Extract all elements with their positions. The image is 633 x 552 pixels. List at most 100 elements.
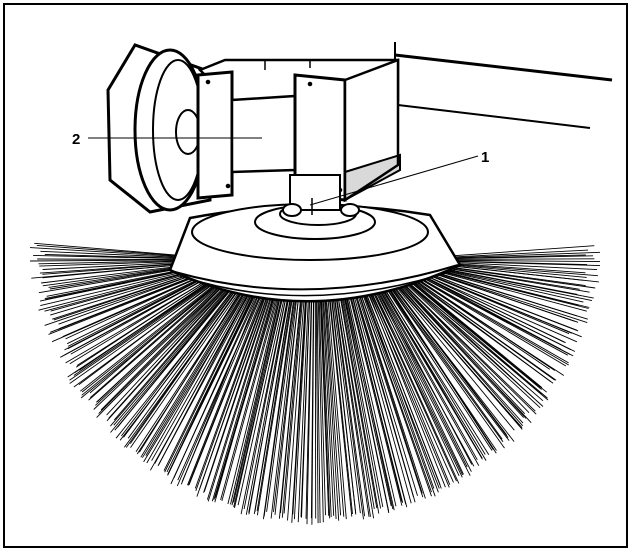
bristle (292, 294, 307, 515)
bristle (379, 287, 478, 461)
bristle (140, 285, 247, 458)
bristle (376, 287, 472, 472)
bristle (320, 294, 332, 518)
bristle (403, 278, 549, 401)
bristle (256, 294, 293, 512)
bristle (44, 268, 212, 326)
bristle (283, 294, 304, 514)
bristle (363, 290, 439, 493)
bristle (274, 294, 300, 515)
bristle (194, 290, 268, 489)
bristle (335, 294, 370, 517)
bristle (164, 288, 256, 473)
bristle (100, 279, 230, 411)
bristle (324, 294, 340, 521)
bristle (410, 274, 552, 368)
bristle (317, 294, 324, 523)
bristle (110, 282, 237, 433)
bristle (410, 274, 551, 370)
bristle (213, 292, 277, 500)
bristle (387, 284, 505, 449)
bristle (325, 294, 345, 517)
bristle (392, 282, 515, 431)
bristle (415, 270, 578, 343)
bristle (355, 292, 416, 503)
bristle (337, 294, 375, 519)
callout-2-label: 2 (72, 131, 80, 148)
bristle (419, 266, 587, 312)
bristle (331, 294, 357, 514)
bristle (396, 281, 524, 427)
mounting-bracket (196, 58, 401, 203)
bristle (69, 275, 222, 381)
bristle (181, 290, 264, 482)
bristle (343, 293, 392, 507)
bristle (263, 294, 296, 517)
bristle (400, 279, 530, 414)
bristle (243, 293, 288, 510)
bristle (297, 294, 309, 523)
bristle (96, 280, 232, 418)
bristle (106, 281, 234, 422)
bristle (343, 293, 390, 512)
bristle (362, 290, 435, 489)
bristle (301, 294, 311, 518)
bristle (411, 273, 567, 367)
bristle (401, 279, 541, 409)
bristle (390, 283, 509, 438)
bristle (98, 280, 231, 414)
bristle (345, 293, 394, 510)
bristle (278, 294, 302, 519)
bristle (127, 284, 241, 439)
bristle (135, 285, 246, 452)
bristle (220, 292, 279, 501)
bristle (233, 293, 284, 503)
bristle (356, 291, 424, 498)
bristle (324, 294, 342, 516)
bristle (199, 291, 270, 490)
bristle (80, 277, 226, 399)
bristle (361, 291, 436, 497)
bristle (110, 281, 235, 427)
bristle (335, 294, 371, 517)
bristle (195, 290, 268, 492)
bristle (221, 292, 280, 502)
bristle (206, 291, 273, 500)
bristle (329, 294, 353, 514)
bristle (378, 287, 473, 465)
bristle (291, 294, 307, 523)
bristle (419, 266, 577, 317)
bristle (320, 294, 331, 519)
bristle (93, 279, 230, 410)
bristle (403, 278, 535, 399)
bristle (417, 268, 577, 331)
bristle (145, 286, 249, 456)
callout-1-label: 1 (481, 149, 489, 166)
bristle (188, 290, 267, 486)
bristle (207, 291, 274, 502)
bristle (398, 280, 526, 415)
bristle (67, 271, 216, 347)
bristle (333, 294, 364, 520)
bristle (369, 289, 457, 482)
housing-lower-line (397, 104, 591, 129)
bristle (48, 269, 214, 335)
bristle (339, 293, 378, 509)
bristle (408, 275, 557, 381)
bristle (391, 283, 507, 436)
bristle (341, 293, 382, 509)
bristle (81, 277, 226, 396)
bristle (316, 294, 321, 524)
bristle (203, 291, 272, 492)
bristle (414, 271, 562, 350)
bristle (318, 294, 326, 516)
bristle (113, 282, 236, 426)
bristle (95, 279, 229, 403)
bristle (146, 286, 249, 464)
bristle (67, 270, 215, 345)
bristle (349, 292, 403, 502)
bristle (270, 294, 298, 519)
bristle (254, 294, 292, 512)
bristle (380, 286, 483, 460)
